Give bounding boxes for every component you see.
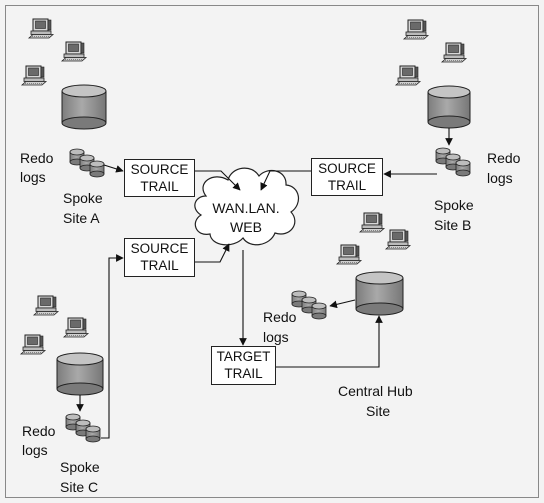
- computer-icon: [403, 19, 429, 40]
- source-trail-a-line1: SOURCE: [131, 162, 189, 177]
- arrow-redo-c-to-source-c: [101, 254, 124, 439]
- computer-icon: [28, 18, 54, 39]
- site-c-logs-label: logs: [22, 442, 48, 458]
- source-trail-b-line2: TRAIL: [328, 178, 367, 193]
- target-trail-box: TARGET TRAIL: [211, 346, 276, 385]
- hub-logs-label: logs: [263, 329, 289, 345]
- hub-computers: [336, 212, 411, 265]
- computer-icon: [359, 212, 385, 233]
- site-c-labels: Redo logs Spoke Site C: [22, 423, 100, 495]
- redo-logs-icon-site-b: [435, 147, 471, 177]
- hub-labels: Redo logs Central Hub Site: [263, 309, 413, 419]
- target-trail-line2: TRAIL: [224, 366, 263, 381]
- redo-logs-icon-site-c: [65, 413, 101, 443]
- arrow-source-b-to-cloud: [260, 170, 311, 191]
- arrow-source-c-to-cloud: [195, 243, 230, 263]
- arrow-target-to-hub-db: [276, 315, 383, 368]
- site-a-logs-label: logs: [20, 169, 46, 185]
- computer-icon: [63, 317, 89, 338]
- source-trail-c-line2: TRAIL: [140, 258, 179, 273]
- computer-icon: [20, 334, 46, 355]
- redo-logs-icon-site-a: [69, 148, 105, 178]
- hub-redo-label: Redo: [263, 309, 297, 325]
- database-icon-hub: [355, 271, 404, 316]
- site-b-name-line1: Spoke: [434, 197, 474, 213]
- database-icon-site-c: [56, 352, 104, 396]
- cloud-label-line2: WEB: [230, 219, 262, 235]
- source-trail-box-b: SOURCE TRAIL: [311, 158, 383, 196]
- source-trail-box-c: SOURCE TRAIL: [124, 238, 195, 277]
- site-a-name-line2: Site A: [63, 210, 100, 226]
- source-trail-c-line1: SOURCE: [131, 241, 189, 256]
- spoke-b-computers: [395, 19, 467, 86]
- redo-logs-icon-hub: [291, 290, 327, 320]
- site-a-name-line1: Spoke: [63, 190, 103, 206]
- site-c-name-line1: Spoke: [60, 459, 100, 475]
- hub-name-line1: Central Hub: [338, 383, 413, 399]
- site-b-labels: Redo logs Spoke Site B: [434, 150, 521, 233]
- arrow-hub-db-to-redo: [329, 299, 356, 309]
- database-icon-site-b: [427, 85, 471, 129]
- computer-icon: [336, 244, 362, 265]
- site-c-redo-label: Redo: [22, 423, 56, 439]
- computer-icon: [441, 42, 467, 63]
- site-c-name-line2: Site C: [60, 479, 98, 495]
- site-b-name-line2: Site B: [434, 217, 471, 233]
- hub-name-line2: Site: [366, 403, 390, 419]
- site-b-redo-label: Redo: [487, 150, 521, 166]
- arrow-source-a-to-cloud: [195, 170, 241, 191]
- arrow-redo-a-to-source-a: [103, 164, 124, 173]
- computer-icon: [61, 41, 87, 62]
- cloud-label-line1: WAN.LAN.: [212, 200, 279, 216]
- database-icon-site-a: [61, 84, 107, 130]
- source-trail-box-a: SOURCE TRAIL: [124, 159, 195, 197]
- site-a-redo-label: Redo: [20, 150, 54, 166]
- computer-icon: [21, 65, 47, 86]
- source-trail-a-line2: TRAIL: [140, 179, 179, 194]
- wan-lan-web-cloud: WAN.LAN. WEB: [194, 167, 299, 246]
- computer-icon: [33, 295, 59, 316]
- computer-icon: [395, 65, 421, 86]
- flow-arrows: [76, 128, 453, 439]
- diagram-border: [5, 5, 539, 498]
- computer-icon: [385, 229, 411, 250]
- spoke-c-computers: [20, 295, 89, 355]
- site-b-logs-label: logs: [487, 170, 513, 186]
- site-a-labels: Redo logs Spoke Site A: [20, 150, 103, 226]
- source-trail-b-line1: SOURCE: [318, 161, 376, 176]
- spoke-a-computers: [21, 18, 87, 86]
- target-trail-line1: TARGET: [217, 349, 271, 364]
